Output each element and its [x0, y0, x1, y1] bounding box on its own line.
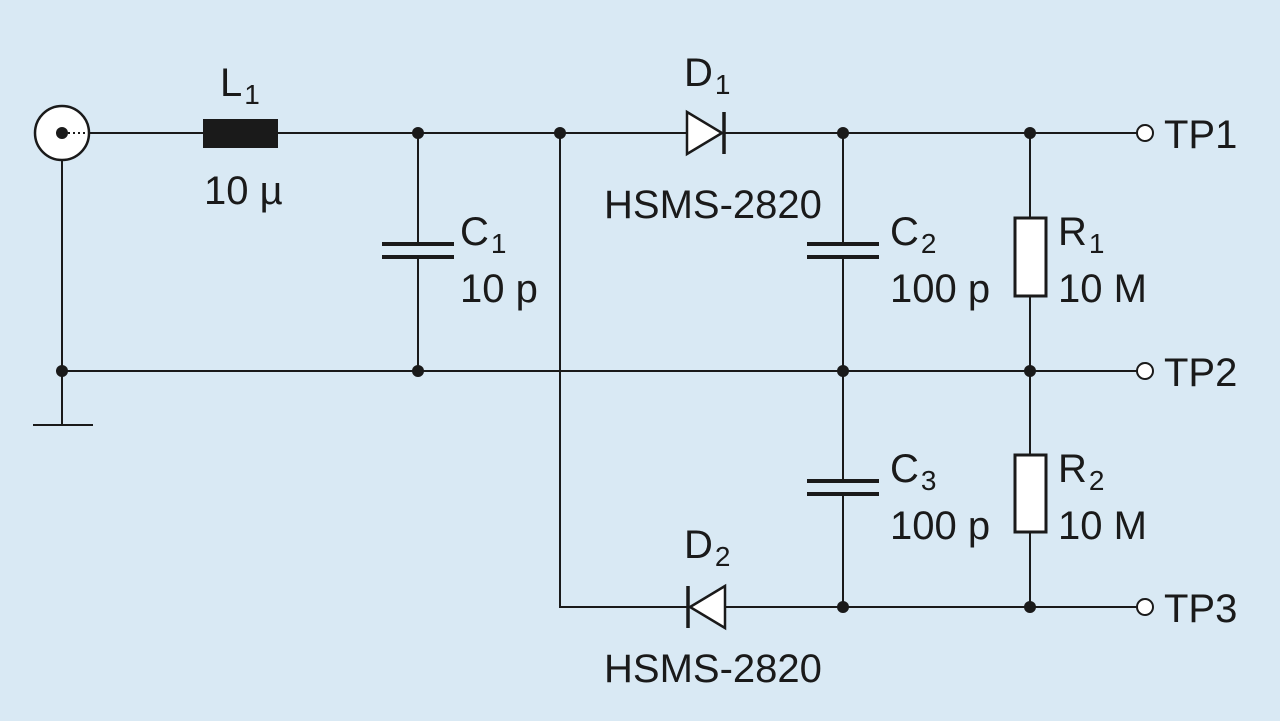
label-d2: D2 — [684, 523, 730, 572]
junction-node — [412, 365, 424, 377]
label-tp1: TP1 — [1164, 113, 1237, 157]
d1-anode-triangle — [685, 109, 725, 157]
value-c1: 10 p — [460, 267, 538, 311]
diode-d1 — [685, 109, 726, 157]
wires — [61, 132, 1137, 608]
junction-node — [56, 365, 68, 377]
terminal-tp1 — [1136, 124, 1154, 142]
label-d1: D1 — [684, 51, 730, 100]
input-connector — [33, 104, 91, 162]
value-c3: 100 p — [890, 504, 990, 548]
capacitor-c3 — [807, 479, 879, 496]
value-r1: 10 M — [1058, 267, 1147, 311]
part-d2: HSMS-2820 — [604, 647, 822, 691]
junction-node — [837, 127, 849, 139]
terminal-tp2 — [1136, 362, 1154, 380]
value-r2: 10 M — [1058, 504, 1147, 548]
junction-node — [837, 365, 849, 377]
label-c2: C2 — [890, 210, 936, 259]
label-r2: R2 — [1058, 447, 1104, 496]
connector-pin — [56, 127, 68, 139]
diode-d2 — [686, 583, 727, 631]
value-c2: 100 p — [890, 267, 990, 311]
junction-node — [1024, 365, 1036, 377]
label-l1: L1 — [220, 61, 260, 110]
label-r1: R1 — [1058, 210, 1104, 259]
part-d1: HSMS-2820 — [604, 183, 822, 227]
value-l1: 10 µ — [204, 169, 283, 213]
junction-nodes — [56, 127, 1036, 613]
label-tp2: TP2 — [1164, 351, 1237, 395]
label-c1: C1 — [460, 210, 506, 259]
junction-node — [1024, 127, 1036, 139]
junction-node — [837, 601, 849, 613]
junction-node — [554, 127, 566, 139]
resistor-r2 — [1013, 453, 1048, 534]
d2-anode-triangle — [687, 583, 727, 631]
terminal-tp3 — [1136, 598, 1154, 616]
capacitor-c2 — [807, 242, 879, 259]
junction-node — [1024, 601, 1036, 613]
capacitor-c1 — [382, 242, 454, 259]
label-c3: C3 — [890, 447, 936, 496]
junction-node — [412, 127, 424, 139]
inductor-l1 — [203, 119, 278, 148]
resistor-r1 — [1013, 216, 1048, 298]
label-tp3: TP3 — [1164, 587, 1237, 631]
